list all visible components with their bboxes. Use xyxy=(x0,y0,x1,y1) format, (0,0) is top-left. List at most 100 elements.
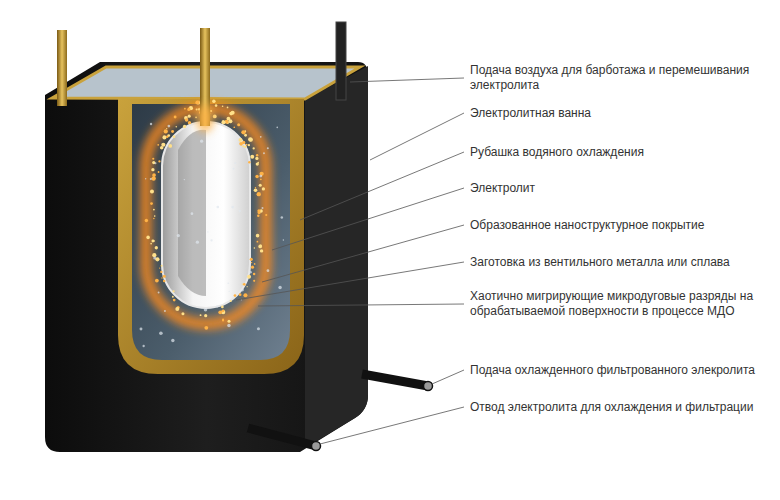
spark xyxy=(247,286,248,287)
spark xyxy=(248,161,250,163)
spark xyxy=(171,130,174,133)
spark xyxy=(222,319,224,321)
spark xyxy=(153,209,155,211)
bubble xyxy=(249,271,252,274)
spark xyxy=(221,306,224,309)
spark xyxy=(161,277,162,278)
spark xyxy=(255,175,258,178)
leader-line xyxy=(300,152,464,220)
callout-label: Подача охлажденного фильтрованного элекр… xyxy=(470,363,770,378)
spark xyxy=(254,188,258,192)
spark xyxy=(160,146,164,150)
spark xyxy=(251,262,252,263)
leader-line xyxy=(258,304,464,306)
spark xyxy=(196,109,198,111)
outlet-pipe xyxy=(248,428,316,446)
spark xyxy=(204,326,208,330)
spark xyxy=(166,128,167,129)
bubble xyxy=(231,206,234,209)
bubble xyxy=(153,257,156,260)
sparks xyxy=(145,99,268,330)
bubble xyxy=(278,286,281,289)
spark xyxy=(162,135,166,139)
spark xyxy=(241,130,245,134)
spark xyxy=(256,234,260,238)
bubble xyxy=(196,241,199,244)
spark xyxy=(256,241,258,243)
spark xyxy=(188,121,191,124)
leader-line xyxy=(262,225,464,282)
spark xyxy=(248,144,250,146)
spark xyxy=(233,126,235,128)
spark xyxy=(258,245,262,249)
bubble xyxy=(168,125,171,128)
spark xyxy=(213,100,216,103)
spark xyxy=(153,218,154,219)
bubble xyxy=(145,178,146,179)
spark xyxy=(239,293,242,296)
inlet-pipe xyxy=(362,374,428,386)
spark xyxy=(234,294,237,297)
rod-glow xyxy=(196,104,214,132)
spark xyxy=(253,147,255,149)
bubble xyxy=(210,239,212,241)
bubble xyxy=(234,162,236,164)
spark xyxy=(150,243,152,245)
spark xyxy=(259,184,262,187)
bubbles xyxy=(140,110,285,348)
spark xyxy=(150,190,154,194)
bubble xyxy=(142,345,144,347)
callout-label: Заготовка из вентильного металла или спл… xyxy=(470,255,770,270)
spark xyxy=(174,116,177,119)
workpiece-shade xyxy=(178,130,206,296)
spark xyxy=(250,155,254,159)
spark xyxy=(175,307,179,311)
spark xyxy=(151,240,154,243)
bubble xyxy=(150,178,152,180)
callout-label: Хаотично мигрирующие микродуговые разряд… xyxy=(470,289,770,319)
spark xyxy=(262,187,265,190)
spark xyxy=(243,293,247,297)
bubble xyxy=(158,291,160,293)
spark xyxy=(251,266,254,269)
spark xyxy=(222,105,224,107)
spark xyxy=(158,171,160,173)
workpiece xyxy=(162,122,250,308)
bubble xyxy=(216,305,218,307)
discharge-glow xyxy=(146,108,266,324)
leader-line xyxy=(432,370,464,384)
bubble xyxy=(276,127,278,129)
spark xyxy=(163,275,166,278)
spark xyxy=(255,187,256,188)
spark xyxy=(146,236,150,240)
bath-side xyxy=(305,66,368,448)
bubble xyxy=(260,136,262,138)
spark xyxy=(244,134,247,137)
spark xyxy=(242,145,244,147)
spark xyxy=(229,112,233,116)
spark xyxy=(248,137,252,141)
spark xyxy=(227,117,231,121)
spark xyxy=(166,135,169,138)
bubble xyxy=(217,206,220,209)
bubble xyxy=(267,147,269,149)
spark xyxy=(155,279,159,283)
bubble xyxy=(263,152,265,154)
spark xyxy=(230,300,232,302)
bubble xyxy=(241,289,244,292)
bubble xyxy=(191,212,194,215)
spark xyxy=(159,267,160,268)
spark xyxy=(168,144,172,148)
bubble xyxy=(259,175,262,178)
spark xyxy=(181,312,184,315)
spark xyxy=(152,158,154,160)
bubble xyxy=(283,239,285,241)
spark xyxy=(257,192,261,196)
bubble xyxy=(171,339,174,342)
bubble xyxy=(261,207,263,209)
spark xyxy=(161,265,163,267)
spark xyxy=(244,146,246,148)
spark xyxy=(265,214,267,216)
spark xyxy=(222,120,223,121)
